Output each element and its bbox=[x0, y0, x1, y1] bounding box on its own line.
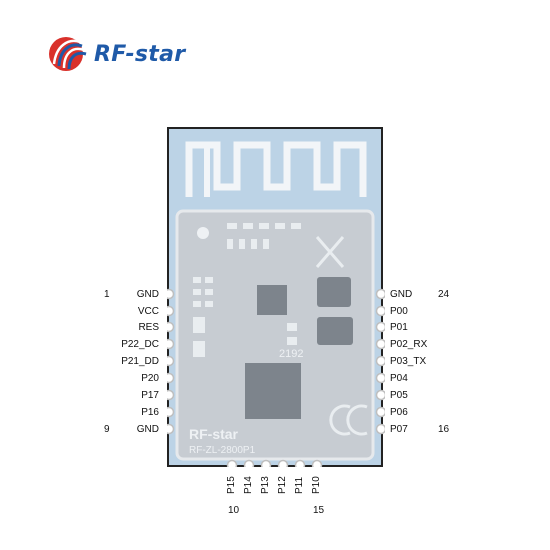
pin-number-10: 10 bbox=[228, 505, 240, 516]
pin-label-bottom: P12 bbox=[277, 476, 288, 494]
pin-number-16: 16 bbox=[438, 424, 450, 435]
left-pin-pads bbox=[167, 288, 175, 435]
pin-label-right: GND bbox=[390, 289, 413, 300]
pin-label-right: P04 bbox=[390, 373, 408, 384]
shield-can bbox=[175, 209, 375, 461]
antenna-trace bbox=[185, 141, 367, 197]
pin-label-left: P17 bbox=[141, 390, 159, 401]
pin-label-left: GND bbox=[136, 289, 159, 300]
pin-number-1: 1 bbox=[104, 289, 110, 300]
pin-number-15: 15 bbox=[313, 505, 325, 516]
pin-label-right: P00 bbox=[390, 306, 408, 317]
pin-label-left: P20 bbox=[141, 373, 159, 384]
pin-label-right: P01 bbox=[390, 322, 408, 333]
pin-label-left: P22_DC bbox=[121, 339, 159, 350]
pin-label-left: VCC bbox=[137, 306, 159, 317]
pin-number-9: 9 bbox=[104, 424, 110, 435]
brand-name: RF-star bbox=[94, 41, 186, 67]
right-pin-pads bbox=[375, 288, 385, 435]
pin-label-bottom: P11 bbox=[294, 476, 305, 494]
silkscreen-brand: RF-star bbox=[189, 426, 239, 442]
pin-label-left: P21_DD bbox=[121, 356, 159, 367]
module-outline: RF-star RF-ZL-2800P1 2192 bbox=[167, 127, 385, 467]
pin-label-right: P03_TX bbox=[390, 356, 427, 367]
brand-logo: RF-star bbox=[46, 34, 185, 74]
pin-label-right: P02_RX bbox=[390, 339, 428, 350]
silkscreen-code: 2192 bbox=[279, 348, 303, 360]
silkscreen-model: RF-ZL-2800P1 bbox=[189, 445, 256, 456]
pin-label-right: P06 bbox=[390, 407, 408, 418]
pin-label-bottom: P13 bbox=[260, 476, 271, 494]
pin-label-left: RES bbox=[138, 322, 159, 333]
pin-label-left: GND bbox=[136, 424, 159, 435]
pin-label-bottom: P15 bbox=[226, 476, 237, 494]
bottom-pin-pads bbox=[226, 459, 323, 467]
rf-star-logo-icon bbox=[49, 37, 87, 71]
pin-label-right: P07 bbox=[390, 424, 408, 435]
pin-label-bottom: P14 bbox=[243, 476, 254, 494]
pin-label-right: P05 bbox=[390, 390, 408, 401]
pin-number-24: 24 bbox=[438, 289, 450, 300]
pin-label-left: P16 bbox=[141, 407, 159, 418]
pin-label-bottom: P10 bbox=[311, 476, 322, 494]
pin1-marker bbox=[197, 227, 209, 239]
